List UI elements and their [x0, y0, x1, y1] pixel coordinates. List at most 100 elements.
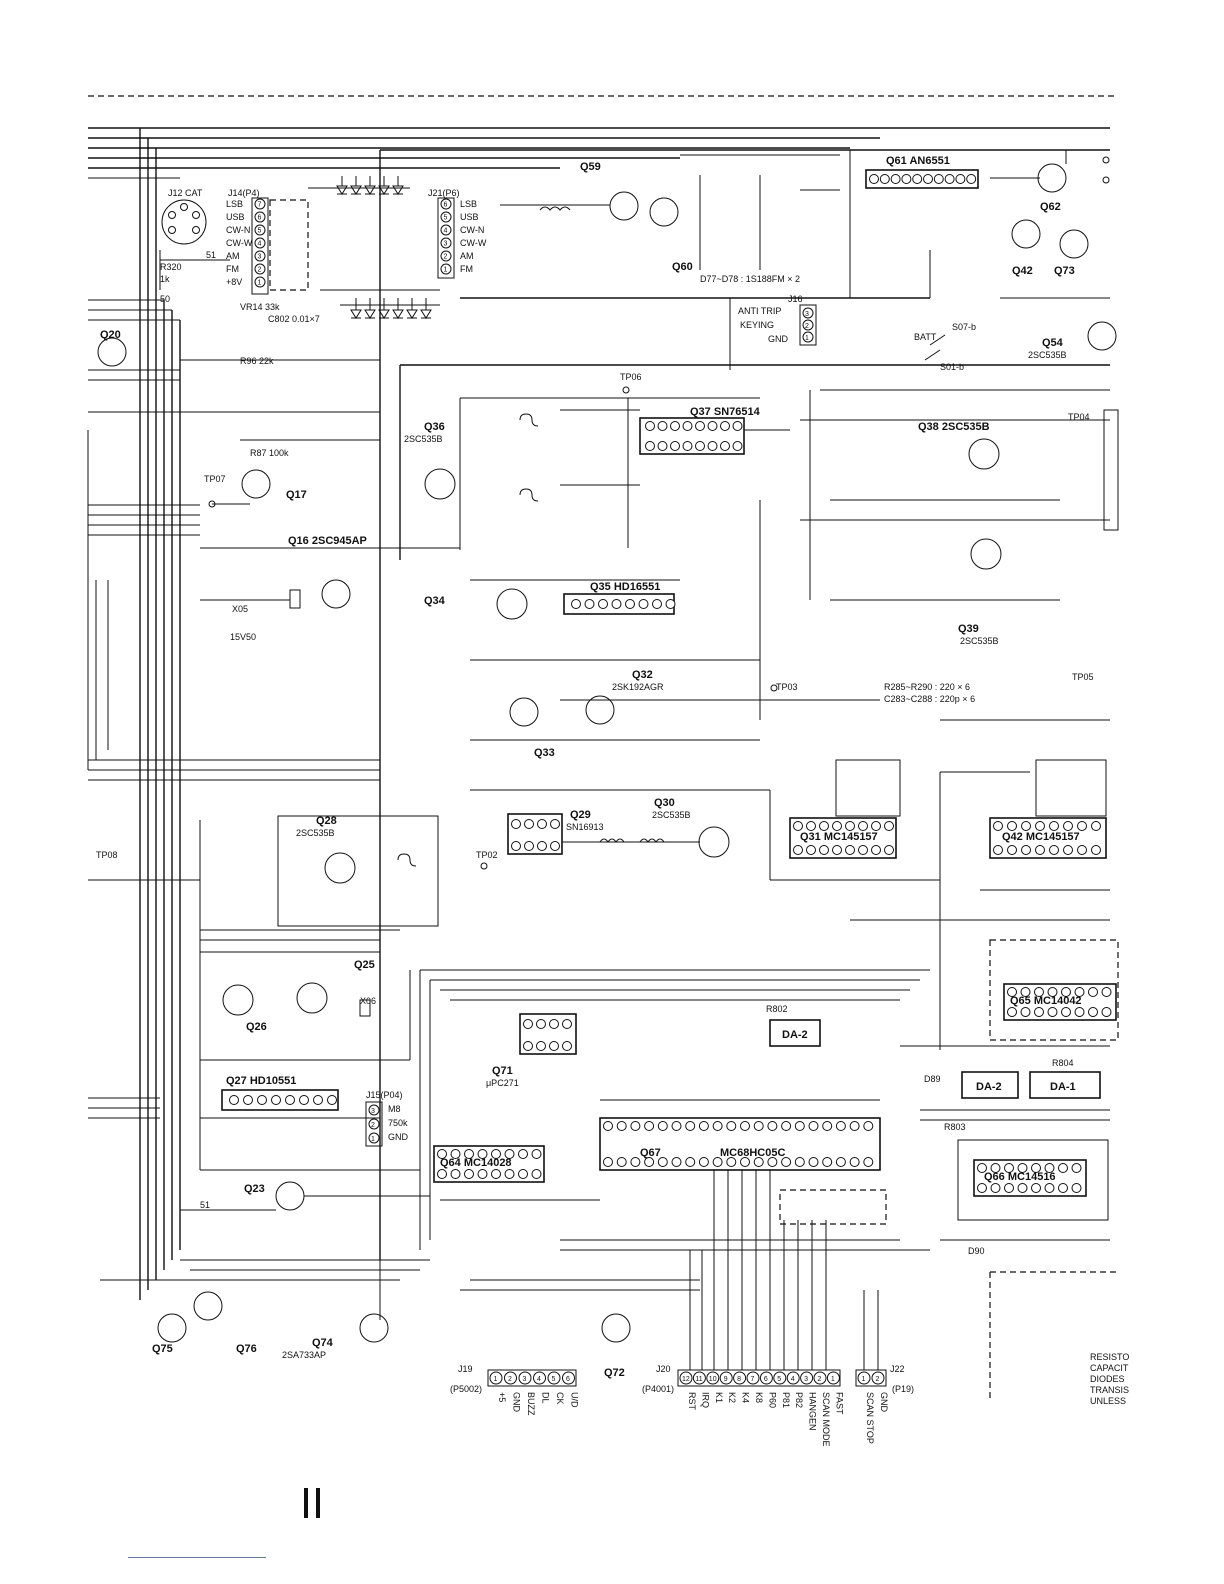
j20-pin-number: 8 [737, 1376, 741, 1383]
q67b-pin [698, 1157, 709, 1167]
j22-pin-number: 1 [862, 1376, 866, 1383]
j19-pin-number: 1 [494, 1376, 498, 1383]
q27-label: Q27 HD10551 [226, 1075, 296, 1087]
j21-pin-number: 5 [444, 215, 448, 222]
c802-label: C802 0.01×7 [268, 314, 320, 324]
q72: Q72 [460, 1279, 700, 1379]
q42-pin [1007, 821, 1017, 831]
j20-pin-name: HANGEN [808, 1392, 818, 1431]
q37b-pin [670, 441, 680, 451]
q59-label: Q59 [580, 161, 601, 173]
q27-pin [299, 1095, 309, 1105]
j14-pin-number: 3 [258, 254, 262, 261]
q42b-pin [1077, 845, 1087, 855]
j22-pin [857, 1371, 871, 1385]
r87-label: R87 100k [250, 448, 289, 458]
q38-q39-section: Q38 2SC535B Q39 2SC535B TP04 [800, 390, 1119, 646]
d89-label: D89 [924, 1074, 941, 1084]
j14-pin [254, 211, 266, 223]
j15-num-2: 2 [371, 1122, 375, 1129]
j20-pin [733, 1371, 747, 1385]
q65-ref: Q65 [1010, 995, 1031, 1007]
j15-connector: J15(P04) 3 2 1 M8 750k GND [365, 1090, 409, 1147]
r804-label: R804 [1052, 1058, 1074, 1068]
q66b-pin [1031, 1183, 1041, 1193]
da1-label: DA-1 [1050, 1081, 1076, 1093]
q71b-pin [562, 1041, 572, 1051]
q36-type: 2SC535B [404, 434, 443, 444]
r803-label: R803 [944, 1122, 966, 1132]
q66-pin [1071, 1163, 1082, 1173]
legend-2: DIODES [1090, 1374, 1125, 1384]
q32-label: Q32 [632, 669, 653, 681]
j22-pin-name: SCAN STOP [865, 1392, 875, 1444]
q67-pin [630, 1121, 641, 1131]
j21-label: J21(P6) [428, 188, 460, 198]
j16-num-2: 2 [805, 323, 809, 330]
j20-pin-number: 2 [818, 1376, 822, 1383]
j14-pin-name: USB [226, 212, 245, 222]
q20: Q20 [97, 329, 127, 367]
j20-connector: J20 (P4001) 12RST11IRQ10K19K28K47K86P605… [642, 1170, 844, 1447]
q65-pin [1074, 987, 1085, 997]
j19-pin-number: 6 [566, 1376, 570, 1383]
q67-pin [698, 1121, 709, 1131]
j19-pin-name: BUZZ [526, 1392, 536, 1416]
q67-pin [822, 1121, 833, 1131]
net-51b: 51 [200, 1200, 210, 1210]
j20-pin-number: 1 [831, 1376, 835, 1383]
j21-pin [440, 237, 452, 249]
j14-pin-number: 2 [258, 267, 262, 274]
j14-pin-name: FM [226, 264, 239, 274]
q61-pin [944, 174, 955, 184]
j21-pin [440, 211, 452, 223]
q61-pin [955, 174, 966, 184]
j19-pin [547, 1371, 561, 1385]
q34-label: Q34 [424, 595, 446, 607]
q27-pin [271, 1095, 281, 1105]
q20-label: Q20 [100, 329, 121, 341]
q42-pin [1035, 821, 1045, 831]
j20-pin [746, 1371, 760, 1385]
q54-type: 2SC535B [1028, 350, 1067, 360]
q61-pin [923, 174, 933, 184]
q64-pin [464, 1149, 474, 1159]
j20-pin-number: 10 [709, 1376, 717, 1383]
q71b-pin [536, 1041, 546, 1051]
j20-pin [773, 1371, 787, 1385]
q42-pin [1091, 821, 1101, 831]
q67b-pin [671, 1157, 682, 1167]
q39-label: Q39 [958, 623, 979, 635]
x06-label: X06 [360, 996, 376, 1006]
j20-pin-name: K8 [754, 1392, 764, 1403]
diode-array-top [336, 176, 432, 319]
q64b-pin [531, 1169, 542, 1179]
q35-pin [611, 599, 622, 609]
q35-pin [665, 599, 676, 609]
q37-pin [732, 421, 743, 431]
q67-pin [671, 1121, 682, 1131]
j14-pin-number: 7 [258, 202, 262, 209]
j16-label: J16 [788, 294, 803, 304]
j14-pin [254, 250, 266, 262]
q65-pin [1061, 987, 1071, 997]
q67b-pin [630, 1157, 641, 1167]
q67b-pin [849, 1157, 860, 1167]
j20-pin-name: RST [687, 1392, 697, 1411]
q16-label: Q16 2SC945AP [288, 535, 367, 547]
q67b-pin [753, 1157, 764, 1167]
q29-q30-section: Q29 SN16913 Q30 2SC535B [470, 789, 771, 880]
d77-note: D77~D78 : 1S188FM × 2 [700, 274, 800, 284]
tp05-label: TP05 [1072, 672, 1094, 682]
crop-mark-left [304, 1488, 308, 1518]
q31b-pin [845, 845, 855, 855]
j21-pin [440, 198, 452, 210]
q42-mc145157: Q42 MC145157 [939, 759, 1110, 1050]
q37-pin [682, 421, 693, 431]
net-50: 50 [160, 294, 170, 304]
net-51: 51 [206, 250, 216, 260]
j20-sub: (P4001) [642, 1384, 674, 1394]
q31-pin [806, 821, 816, 831]
j14-pin [254, 198, 266, 210]
q72-label: Q72 [604, 1367, 625, 1379]
